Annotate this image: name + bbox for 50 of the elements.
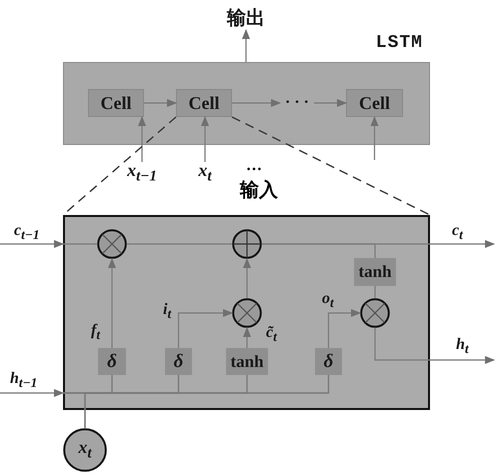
output-label: 输出 xyxy=(226,6,266,30)
arrow xyxy=(0,240,64,248)
cell-box: Cell xyxy=(88,89,144,117)
connector-line xyxy=(63,243,97,245)
cell-detail-panel xyxy=(63,215,430,410)
edge-label: c̃$_{t}$ xyxy=(266,324,277,346)
ellipsis: · · · xyxy=(280,94,314,112)
edge-label: c$_{t}$ xyxy=(452,222,463,244)
arrow xyxy=(243,258,251,298)
arrow xyxy=(314,99,347,107)
dashed-line xyxy=(232,116,430,216)
edge-label: o$_{t}$ xyxy=(322,290,334,312)
sigmoid-box: δ xyxy=(315,348,342,375)
edge-label: c$_{t−1}$ xyxy=(14,222,40,244)
sigmoid-box: δ xyxy=(98,348,126,375)
multiply-symbol xyxy=(97,229,127,259)
arrow xyxy=(328,309,361,348)
arrow xyxy=(243,327,251,348)
arrow xyxy=(0,389,64,397)
edge-label: h$_{t}$ xyxy=(456,336,469,358)
input-label: 输入 xyxy=(240,178,278,203)
multiply-symbol xyxy=(360,298,390,328)
arrow xyxy=(108,258,116,348)
connector-line xyxy=(84,375,330,428)
arrow xyxy=(232,99,281,107)
edge-label: i$_{t}$ xyxy=(163,301,172,322)
panel-title: LSTM xyxy=(376,33,423,53)
cell-box: Cell xyxy=(346,89,403,117)
arrow xyxy=(374,328,495,364)
arrow xyxy=(178,309,233,348)
arrow xyxy=(370,116,378,160)
arrow xyxy=(201,116,209,162)
edge-label: f$_{t}$ xyxy=(91,322,100,344)
arrow xyxy=(138,116,146,162)
cell-box: Cell xyxy=(176,89,232,117)
add-symbol xyxy=(232,229,262,259)
multiply-symbol xyxy=(232,298,262,328)
connector-line xyxy=(374,286,376,298)
tanh-box: tanh xyxy=(354,258,396,286)
edge-label: h$_{t−1}$ xyxy=(10,370,38,392)
sigmoid-box: δ xyxy=(165,348,192,375)
ellipsis: … xyxy=(246,157,262,175)
input-circle: x$_{t}$ xyxy=(63,428,107,472)
tanh-box: tanh xyxy=(226,348,268,375)
arrow xyxy=(242,29,250,62)
connector-line xyxy=(127,243,232,245)
input-label: x$_{t}$ xyxy=(194,162,216,184)
input-label: x$_{t−1}$ xyxy=(124,162,160,184)
connector-line xyxy=(262,243,376,258)
arrow xyxy=(144,99,177,107)
